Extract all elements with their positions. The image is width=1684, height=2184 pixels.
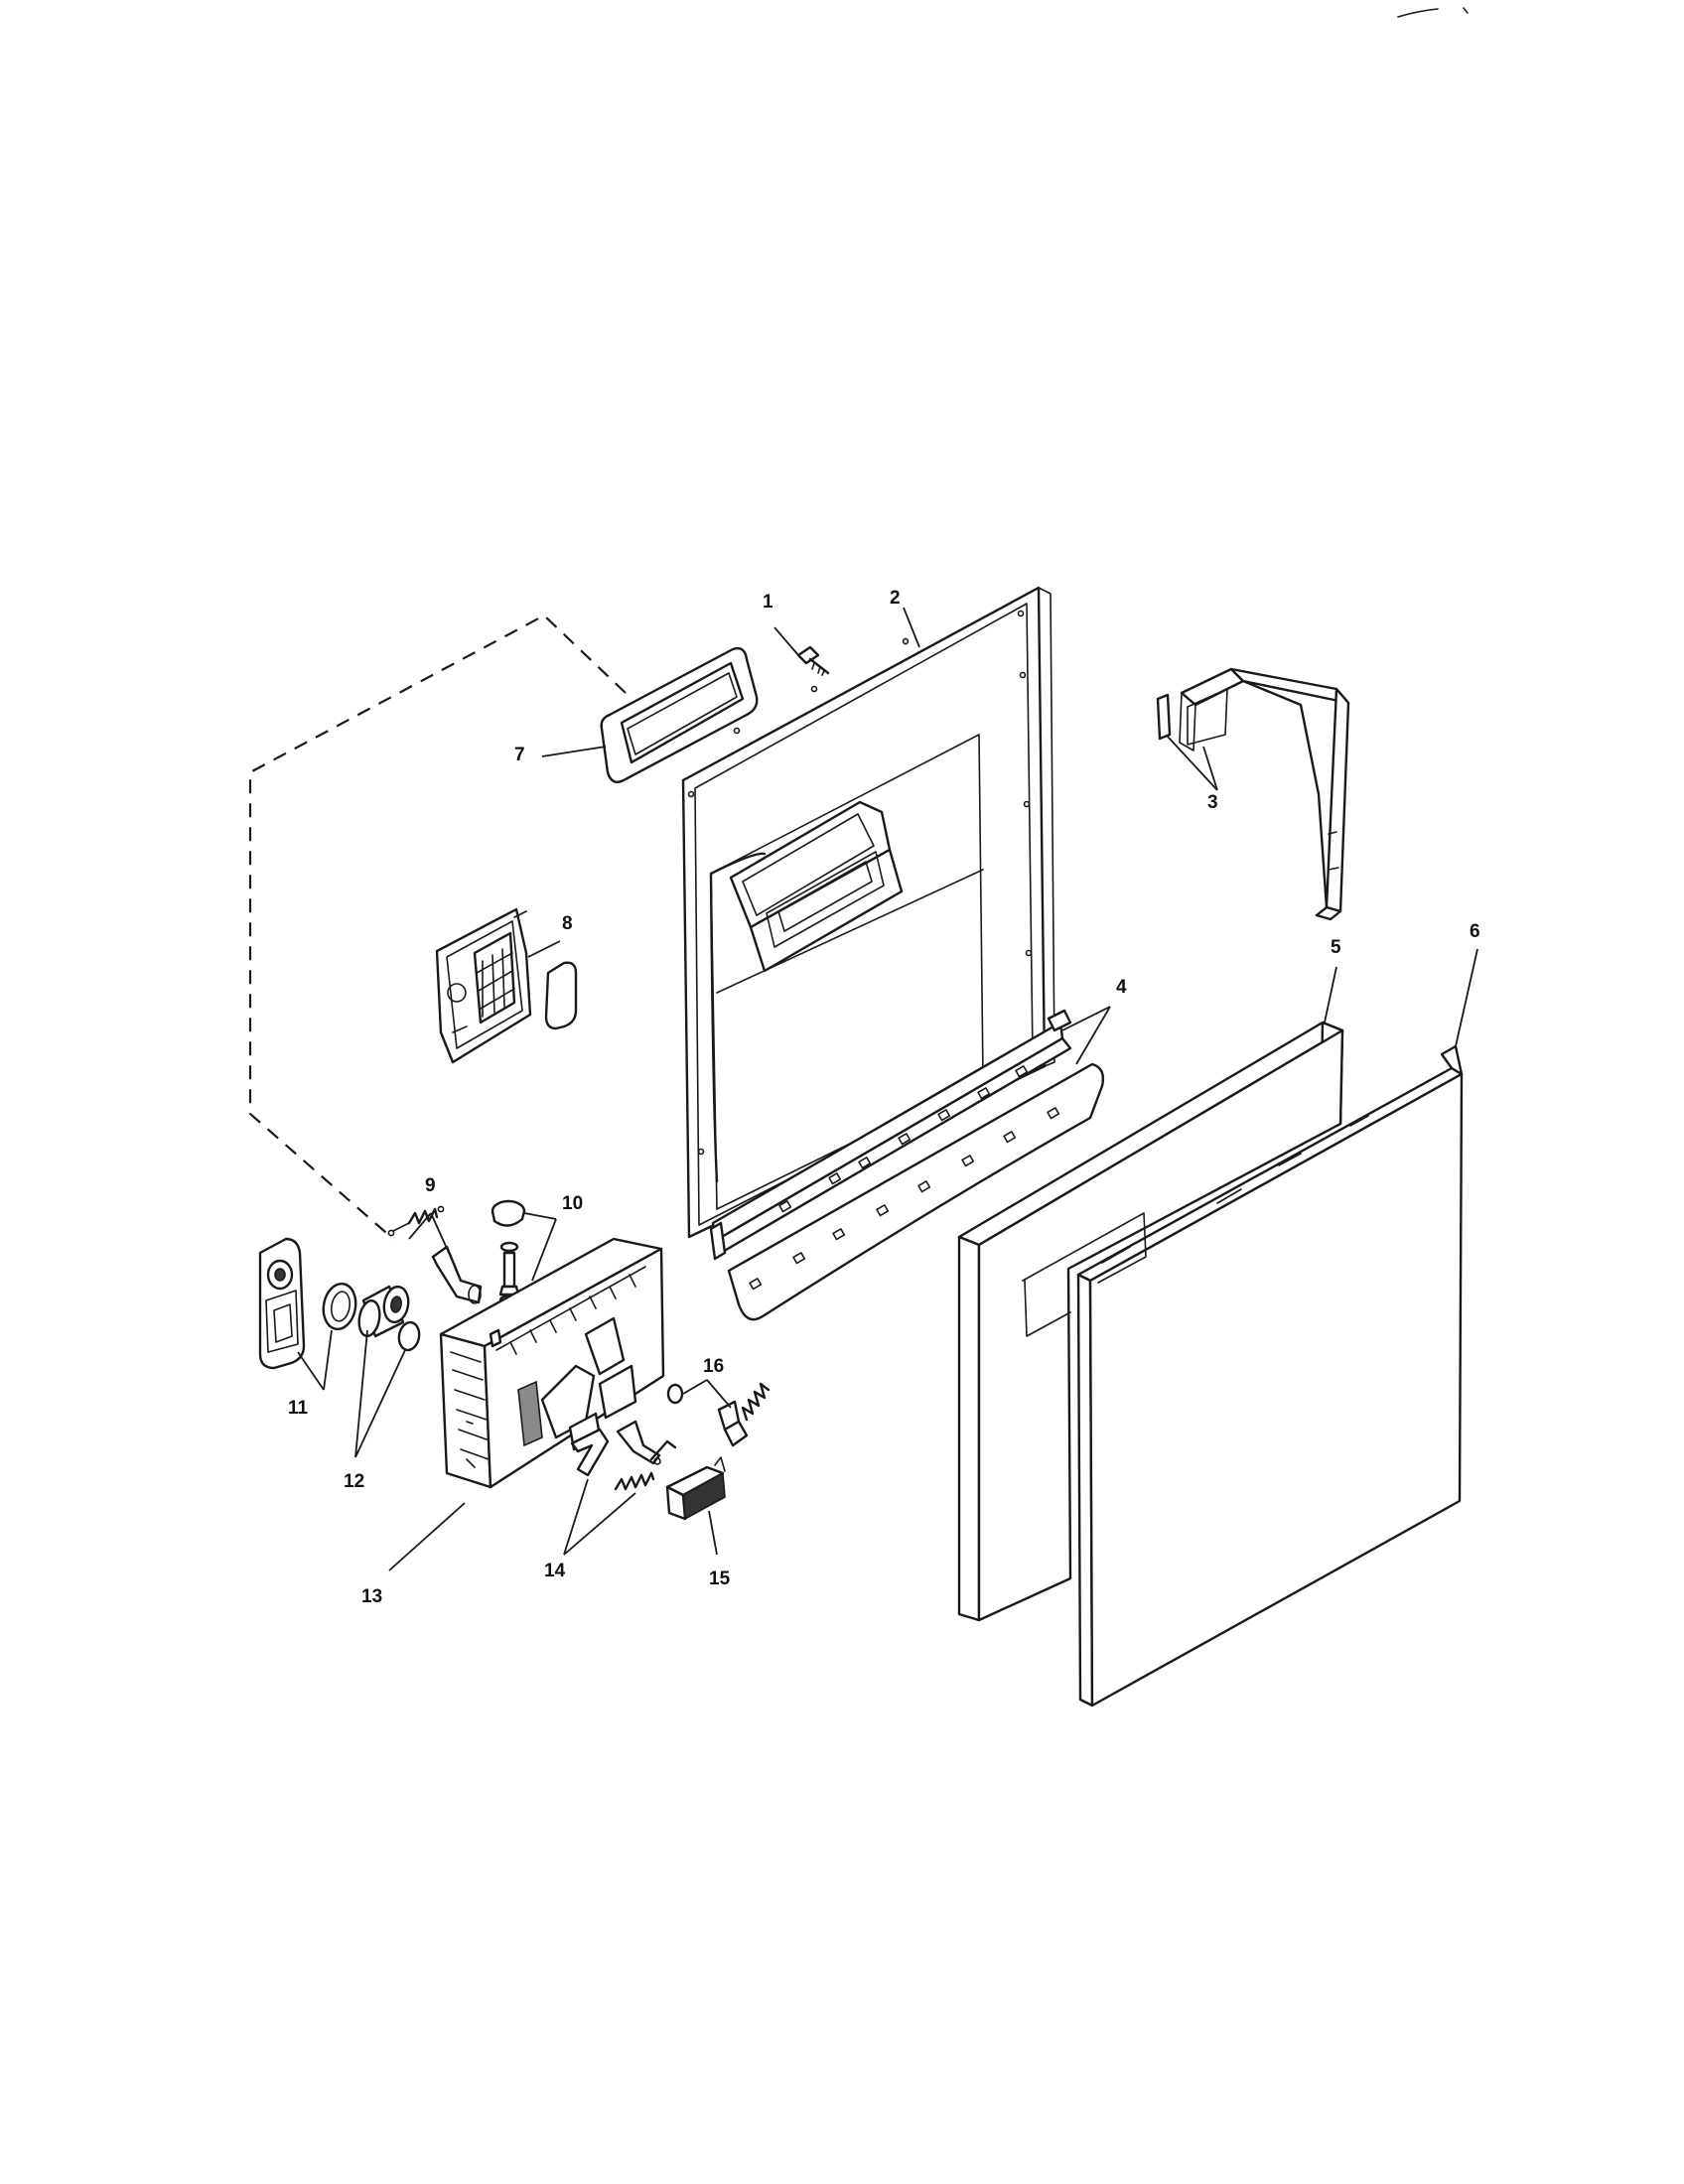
micro-switch <box>665 1456 726 1521</box>
leader-lines <box>297 607 1478 1571</box>
callout-14: 14 <box>544 1561 566 1581</box>
callout-6: 6 <box>1470 921 1480 942</box>
assembly-dashed-outline <box>248 614 627 1240</box>
callout-4: 4 <box>1116 977 1127 998</box>
front-door-panel <box>1022 1044 1464 1707</box>
callout-12: 12 <box>344 1471 364 1492</box>
callout-3: 3 <box>1207 792 1218 813</box>
cam-and-spring <box>666 1382 771 1447</box>
handle-bezel <box>258 1237 306 1370</box>
inner-door-panel <box>681 586 1055 1239</box>
screw-part <box>796 645 830 676</box>
callout-16: 16 <box>703 1356 724 1377</box>
callout-15: 15 <box>709 1569 731 1589</box>
gasket-frame <box>600 646 759 783</box>
callout-labels: 1 2 3 4 5 6 7 8 9 10 11 12 13 14 15 16 <box>288 588 1480 1607</box>
mounting-holes <box>687 610 1033 1156</box>
callout-7: 7 <box>514 745 525 765</box>
callout-2: 2 <box>890 588 901 609</box>
callout-13: 13 <box>361 1586 382 1607</box>
callout-10: 10 <box>562 1193 583 1214</box>
callout-11: 11 <box>288 1398 309 1419</box>
rings-and-bushing <box>322 1282 421 1352</box>
latch-housing <box>439 1237 665 1489</box>
bottom-rail-and-kickplate <box>709 1009 1105 1321</box>
rail-slots <box>778 1065 1029 1213</box>
callout-5: 5 <box>1331 937 1341 958</box>
callout-8: 8 <box>562 913 573 934</box>
callout-1: 1 <box>763 592 773 613</box>
kickplate-slots <box>749 1107 1060 1291</box>
callout-9: 9 <box>425 1175 436 1196</box>
side-bracket <box>1156 667 1350 921</box>
latch-levers <box>570 1420 677 1491</box>
scan-marks <box>1397 7 1469 18</box>
vent-cover <box>435 907 578 1064</box>
outer-door-panel <box>957 1021 1344 1622</box>
